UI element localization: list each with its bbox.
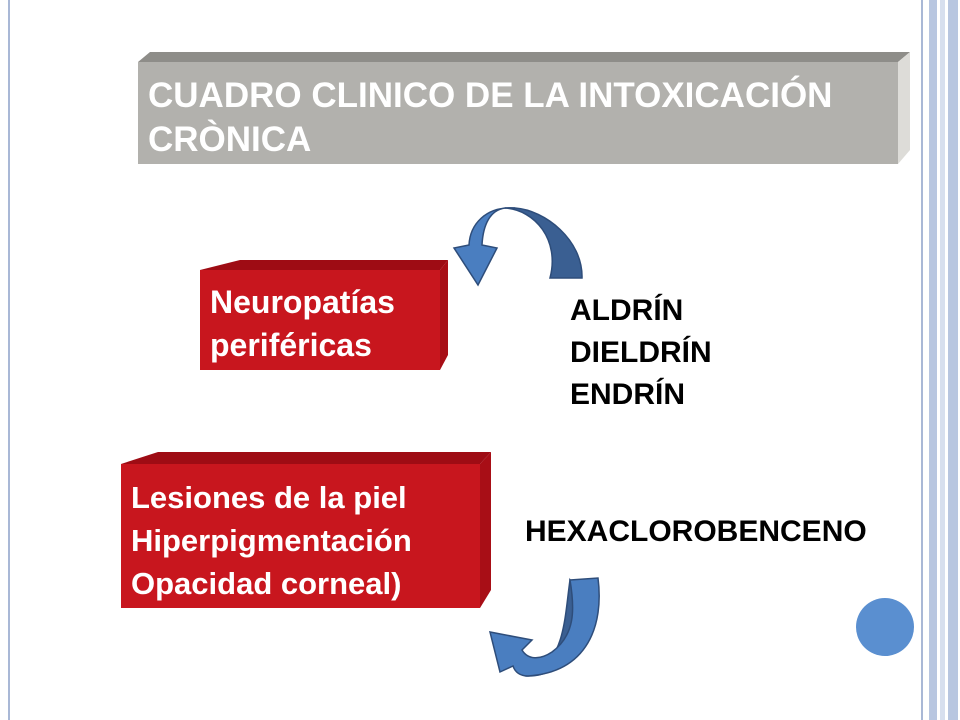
compound-list-aldrin: ALDRÍN DIELDRÍN ENDRÍN: [570, 294, 712, 411]
curved-arrow-up-icon: [452, 207, 583, 287]
title-box: [138, 52, 910, 164]
right-border: [921, 0, 958, 720]
curved-arrow-down-icon: [488, 577, 600, 677]
skin-box: [121, 452, 491, 608]
compound-hexachlorobenzene: HEXACLOROBENCENO: [525, 515, 867, 548]
slide-title: CUADRO CLINICO DE LA INTOXICACIÓN CRÒNIC…: [148, 76, 833, 159]
skin-lesions-label: Lesiones de la piel Hiperpigmentación Op…: [131, 480, 412, 601]
decorative-circle-icon: [856, 598, 914, 656]
neuropathy-box: [200, 260, 448, 370]
neuropathy-label: Neuropatías periféricas: [210, 284, 395, 363]
